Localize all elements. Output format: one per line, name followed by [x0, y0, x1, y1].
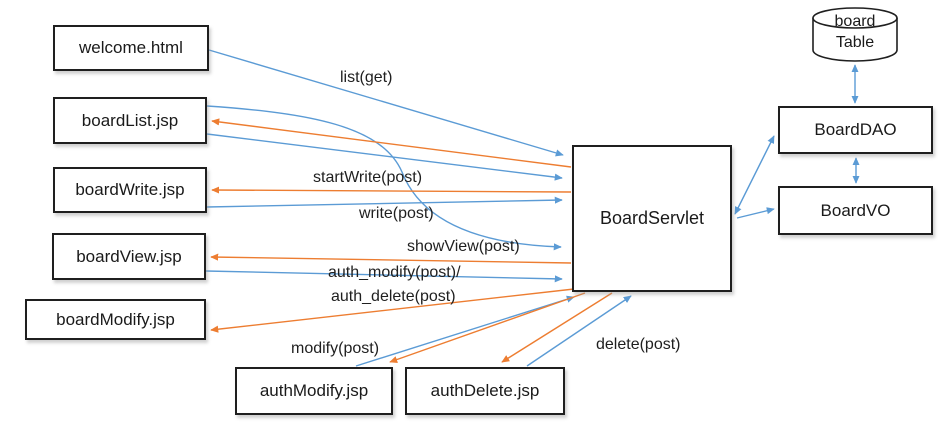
edge-label-auth-modify-post: auth_modify(post)/: [328, 264, 461, 281]
node-boardmodify-jsp-label: boardModify.jsp: [56, 309, 175, 329]
node-boardlist-jsp-label: boardList.jsp: [81, 110, 179, 130]
arrow-servlet-to-authdelete: [501, 292, 613, 363]
edge-label-startwrite-post: startWrite(post): [313, 169, 423, 186]
node-authdelete-jsp: authDelete.jsp: [405, 367, 565, 415]
arrow-servlet-to-boardmodify: [210, 288, 575, 333]
arrow-servlet-to-boardwrite: [211, 186, 572, 194]
arrow-servlet-to-boardlist: [211, 118, 572, 168]
node-boarddao-label: BoardDAO: [814, 120, 897, 139]
node-boardwrite-jsp-label: boardWrite.jsp: [75, 180, 185, 199]
arrow-welcome-to-servlet-list: [208, 49, 564, 157]
edge-label-modify-post: modify(post): [291, 340, 380, 357]
arrow-servlet-to-boardview: [210, 253, 572, 264]
node-authmodify-jsp: authModify.jsp: [235, 367, 393, 415]
node-board-table-label: board Table: [834, 13, 876, 51]
node-welcome-html: welcome.html: [53, 25, 209, 71]
arrow-servlet-to-authmodify: [389, 292, 586, 363]
edge-label-list-get: list(get): [340, 69, 393, 86]
node-boardvo: BoardVO: [778, 186, 933, 235]
node-authdelete-jsp-label: authDelete.jsp: [430, 381, 540, 400]
database-cylinder: [812, 7, 898, 62]
node-boardview-jsp-label: boardView.jsp: [76, 246, 182, 266]
node-boardwrite-jsp: boardWrite.jsp: [53, 167, 207, 213]
node-boardservlet: BoardServlet: [572, 145, 732, 292]
node-boarddao: BoardDAO: [778, 106, 933, 154]
arrow-authmodify-to-servlet-modify: [355, 295, 575, 367]
arrow-authdelete-to-servlet-delete: [526, 295, 632, 367]
node-welcome-html-label: welcome.html: [79, 38, 183, 57]
node-boardview-jsp: boardView.jsp: [52, 233, 206, 280]
arrow-boardwrite-to-servlet-write: [206, 196, 563, 208]
edge-label-showview-post: showView(post): [407, 238, 520, 255]
node-boardvo-label: BoardVO: [820, 200, 891, 220]
node-boardservlet-label: BoardServlet: [599, 208, 705, 228]
arrow-boardview-to-servlet-auth: [205, 270, 563, 283]
arrow-servlet-dao-bidirectional: [734, 135, 775, 215]
node-boardlist-jsp: boardList.jsp: [53, 97, 207, 144]
edge-label-delete-post: delete(post): [596, 336, 681, 353]
node-boardmodify-jsp: boardModify.jsp: [25, 299, 206, 340]
arrow-servlet-to-vo: [736, 207, 775, 219]
arrow-boardlist-to-servlet-showview: [206, 105, 562, 251]
edge-label-write-post: write(post): [359, 205, 434, 222]
node-authmodify-jsp-label: authModify.jsp: [259, 381, 369, 400]
arrow-boardlist-to-servlet-startwrite: [206, 133, 563, 181]
edge-label-auth-delete-post: auth_delete(post): [331, 288, 456, 305]
